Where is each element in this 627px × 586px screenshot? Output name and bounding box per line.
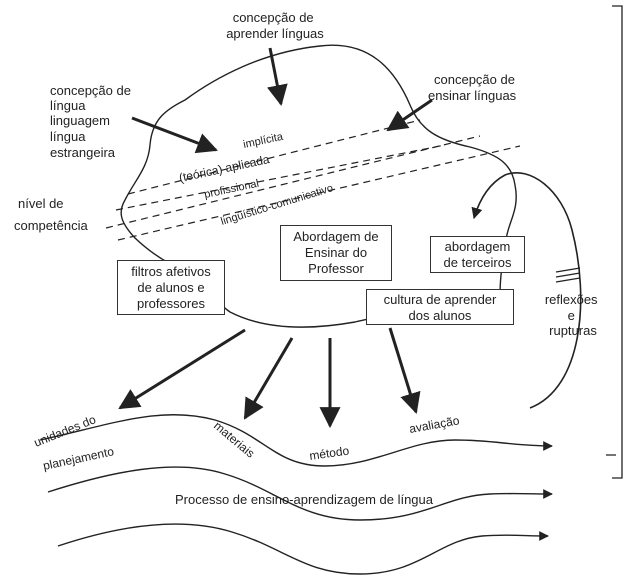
arrow-aprender (267, 47, 288, 107)
stage-metodo: método (308, 443, 350, 462)
box-cultura-line-1: cultura de aprender (383, 292, 497, 307)
arrow-avaliacao (388, 327, 421, 415)
rupture-marks (555, 267, 581, 283)
box-cultura-line-2: dos alunos (408, 308, 472, 323)
box-abordagem-professor-line-3: Professor (308, 261, 364, 276)
box-filtros-line-3: professores (137, 296, 205, 311)
process-wave-2 (47, 466, 553, 521)
right-bracket (606, 5, 623, 479)
process-wave-3 (57, 523, 549, 575)
arrow-ensinar (386, 98, 433, 132)
competence-line-4 (117, 145, 521, 241)
stage-materiais: materiais (211, 419, 257, 461)
concepcao-lingua-label: concepção de língua linguagem língua est… (50, 83, 135, 160)
box-filtros-line-1: filtros afetivos (131, 264, 211, 279)
stage-unidades-do: unidades do (32, 412, 98, 450)
arrow-materiais (243, 337, 294, 420)
competence-line-3 (105, 135, 481, 229)
box-filtros-line-2: de alunos e (137, 280, 205, 295)
competence-line-2 (115, 144, 446, 211)
arrow-planejamento (118, 328, 246, 410)
nivel-competencia-label: nível de competência (14, 196, 88, 233)
reflexoes-rupturas-label: reflexões e rupturas (545, 292, 601, 338)
process-label: Processo de ensino-aprendizagem de língu… (175, 492, 434, 507)
box-abordagem-terceiros: abordagem de terceiros (430, 236, 525, 273)
stage-avaliacao: avaliação (408, 413, 461, 436)
level-implicita: implícita (242, 131, 285, 151)
level-profissional: profissional (203, 178, 260, 201)
box-abordagem-terceiros-line-2: de terceiros (443, 255, 512, 270)
box-abordagem-professor-line-2: Ensinar do (304, 245, 368, 260)
concepcao-aprender-label: concepção de aprender línguas (226, 10, 324, 41)
process-wave-1 (39, 414, 553, 467)
box-filtros-afetivos: filtros afetivos de alunos e professores (117, 260, 225, 315)
competence-line-1 (127, 119, 421, 195)
stage-planejamento: planejamento (42, 444, 116, 473)
box-abordagem-professor: Abordagem de Ensinar do Professor (280, 225, 392, 281)
reflection-loop-arrow (471, 172, 582, 409)
box-cultura-aprender: cultura de aprender dos alunos (366, 289, 514, 325)
box-abordagem-terceiros-line-1: abordagem (444, 239, 511, 254)
concepcao-ensinar-label: concepção de ensinar línguas (428, 72, 519, 103)
box-abordagem-professor-line-1: Abordagem de (293, 229, 379, 244)
arrow-lingua (131, 116, 218, 154)
